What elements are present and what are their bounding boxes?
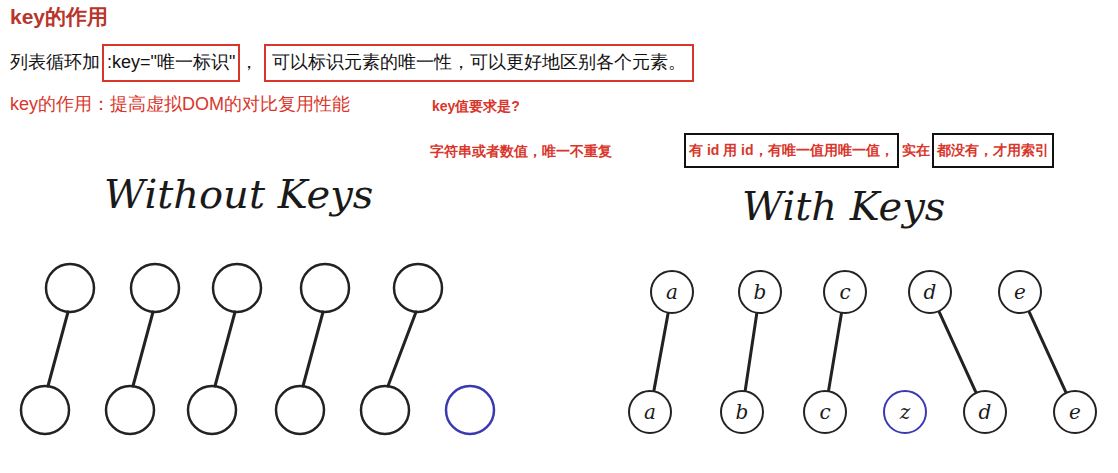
circle-letter: d [924,280,937,304]
circle-letter: a [644,400,656,424]
empty-circle [106,386,154,434]
punctuation: ， [240,52,258,74]
key-link [745,314,756,390]
circle-letter: b [754,280,767,304]
circle-letter: a [666,280,678,304]
new-circle [446,386,494,434]
empty-circle [361,386,409,434]
circle-letter: c [819,400,830,424]
link-line [303,312,323,386]
empty-circle [213,264,261,312]
empty-circle [46,264,94,312]
box-text: 都没有，才用索引 [937,142,1049,158]
link-line [215,312,235,386]
circle-letter: c [839,280,850,304]
key-circle: b [720,390,764,434]
box-text: 可以标识元素的唯一性，可以更好地区别各个元素。 [272,52,686,72]
key-circle: e [998,270,1042,314]
circle-letter: e [1069,400,1081,424]
question-text: key值要求是? [432,98,520,115]
empty-circle [131,264,179,312]
rule-box: 有 id 用 id，有唯一值用唯一值， [684,133,899,168]
key-link [939,312,976,392]
box-text: :key="唯一标识" [107,52,235,72]
empty-circle [301,264,349,312]
key-link [1029,312,1066,392]
empty-circle [276,386,324,434]
note-text: key的作用：提高虚拟DOM的对比复用性能 [10,94,350,116]
link-line [388,312,416,386]
key-circle: d [963,390,1007,434]
handwritten-heading: With Keys [742,182,945,230]
key-circle: b [738,270,782,314]
box-text: 有 id 用 id，有唯一值用唯一值， [689,142,894,158]
answer-text: 实在 [902,142,930,159]
key-circle: c [803,390,847,434]
handwritten-heading: Without Keys [104,170,373,218]
circle-letter: e [1014,280,1026,304]
highlight-box: 可以标识元素的唯一性，可以更好地区别各个元素。 [264,44,694,82]
link-line [48,312,68,386]
body-text: 列表循环加 [10,52,100,74]
circle-letter: b [736,400,749,424]
key-circle: a [628,390,672,434]
key-circle: a [650,270,694,314]
answer-text: 字符串或者数值，唯一不重复 [430,143,612,160]
empty-circle [21,386,69,434]
page-title: key的作用 [10,4,108,29]
key-circle: d [908,270,952,314]
circle-letter: d [979,400,992,424]
empty-circle [188,386,236,434]
new-key-circle: z [883,390,927,434]
key-circle: c [823,270,867,314]
link-line [133,312,153,386]
highlight-box: :key="唯一标识" [102,44,240,82]
empty-circle [394,264,442,312]
circle-letter: z [900,400,911,424]
key-link [654,314,668,391]
rule-box: 都没有，才用索引 [932,133,1054,168]
key-link [829,314,842,391]
key-circle: e [1053,390,1097,434]
